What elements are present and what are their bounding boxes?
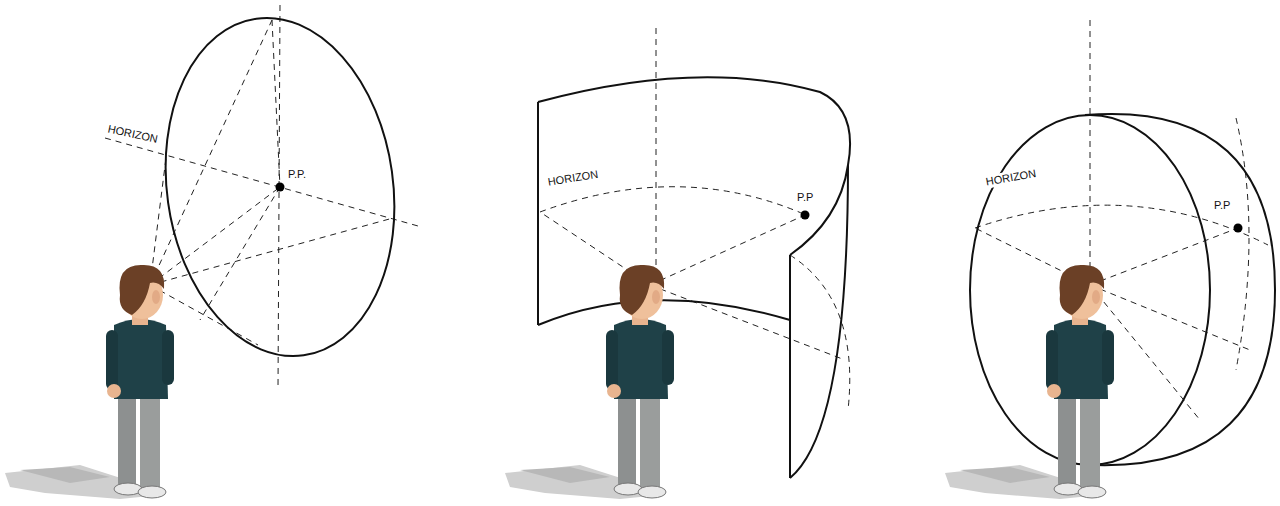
horizon-label: HORIZON — [105, 122, 161, 146]
sphere-panel — [945, 20, 1275, 499]
horizon-label: HORIZON — [545, 168, 601, 189]
principal-point — [276, 183, 285, 192]
principal-point-label: P.P — [795, 191, 815, 204]
principal-point — [1234, 224, 1243, 233]
principal-point-label: P.P. — [286, 168, 308, 181]
cylinder-panel — [505, 28, 850, 499]
horizon-label: HORIZON — [983, 167, 1039, 189]
cylinder-plane — [538, 77, 850, 478]
principal-point-label: P.P — [1212, 199, 1232, 212]
principal-point — [801, 211, 810, 220]
flat-plane-panel — [5, 3, 418, 499]
picture-plane — [144, 3, 415, 371]
sight-lines — [540, 28, 850, 410]
sight-lines — [975, 20, 1268, 420]
sphere-back-outline — [1085, 114, 1275, 465]
